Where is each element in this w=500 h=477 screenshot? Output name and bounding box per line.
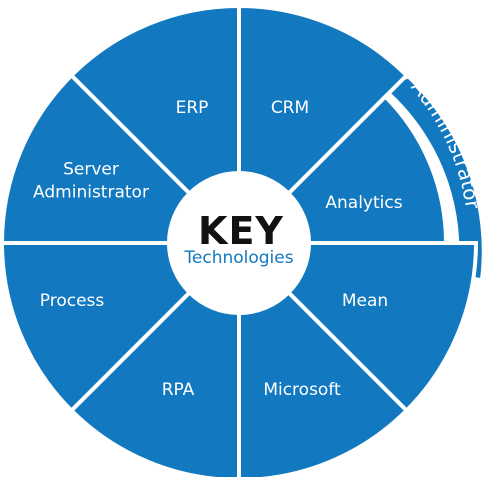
segment-mean xyxy=(285,241,479,414)
segment-label-line: Server xyxy=(63,160,119,180)
segment-label-microsoft: Microsoft xyxy=(263,380,341,400)
center-subtitle: Technologies xyxy=(183,248,293,268)
segment-label-mean: Mean xyxy=(342,291,388,311)
segment-label-line: Analytics xyxy=(325,193,402,213)
segment-server-administrator xyxy=(0,72,193,245)
center-hub xyxy=(172,176,306,310)
segment-label-crm: CRM xyxy=(271,98,309,118)
segment-label-analytics: Analytics xyxy=(325,193,402,213)
segment-label-line: RPA xyxy=(162,380,195,400)
segment-label-line: CRM xyxy=(271,98,309,118)
segment-label-line: Process xyxy=(40,291,105,311)
segment-label-line: Administrator xyxy=(33,183,149,203)
segment-label-line: ERP xyxy=(176,98,209,118)
segment-microsoft xyxy=(237,289,410,477)
segment-analytics xyxy=(285,93,449,245)
segment-rpa xyxy=(68,289,241,477)
segment-label-line: Mean xyxy=(342,291,388,311)
segment-label-line: Microsoft xyxy=(263,380,341,400)
segment-process xyxy=(0,241,193,414)
segment-label-process: Process xyxy=(40,291,105,311)
segment-crm xyxy=(237,3,410,197)
segment-label-rpa: RPA xyxy=(162,380,195,400)
segment-label-erp: ERP xyxy=(176,98,209,118)
center-title: KEY xyxy=(198,209,284,253)
segment-erp xyxy=(68,3,241,197)
